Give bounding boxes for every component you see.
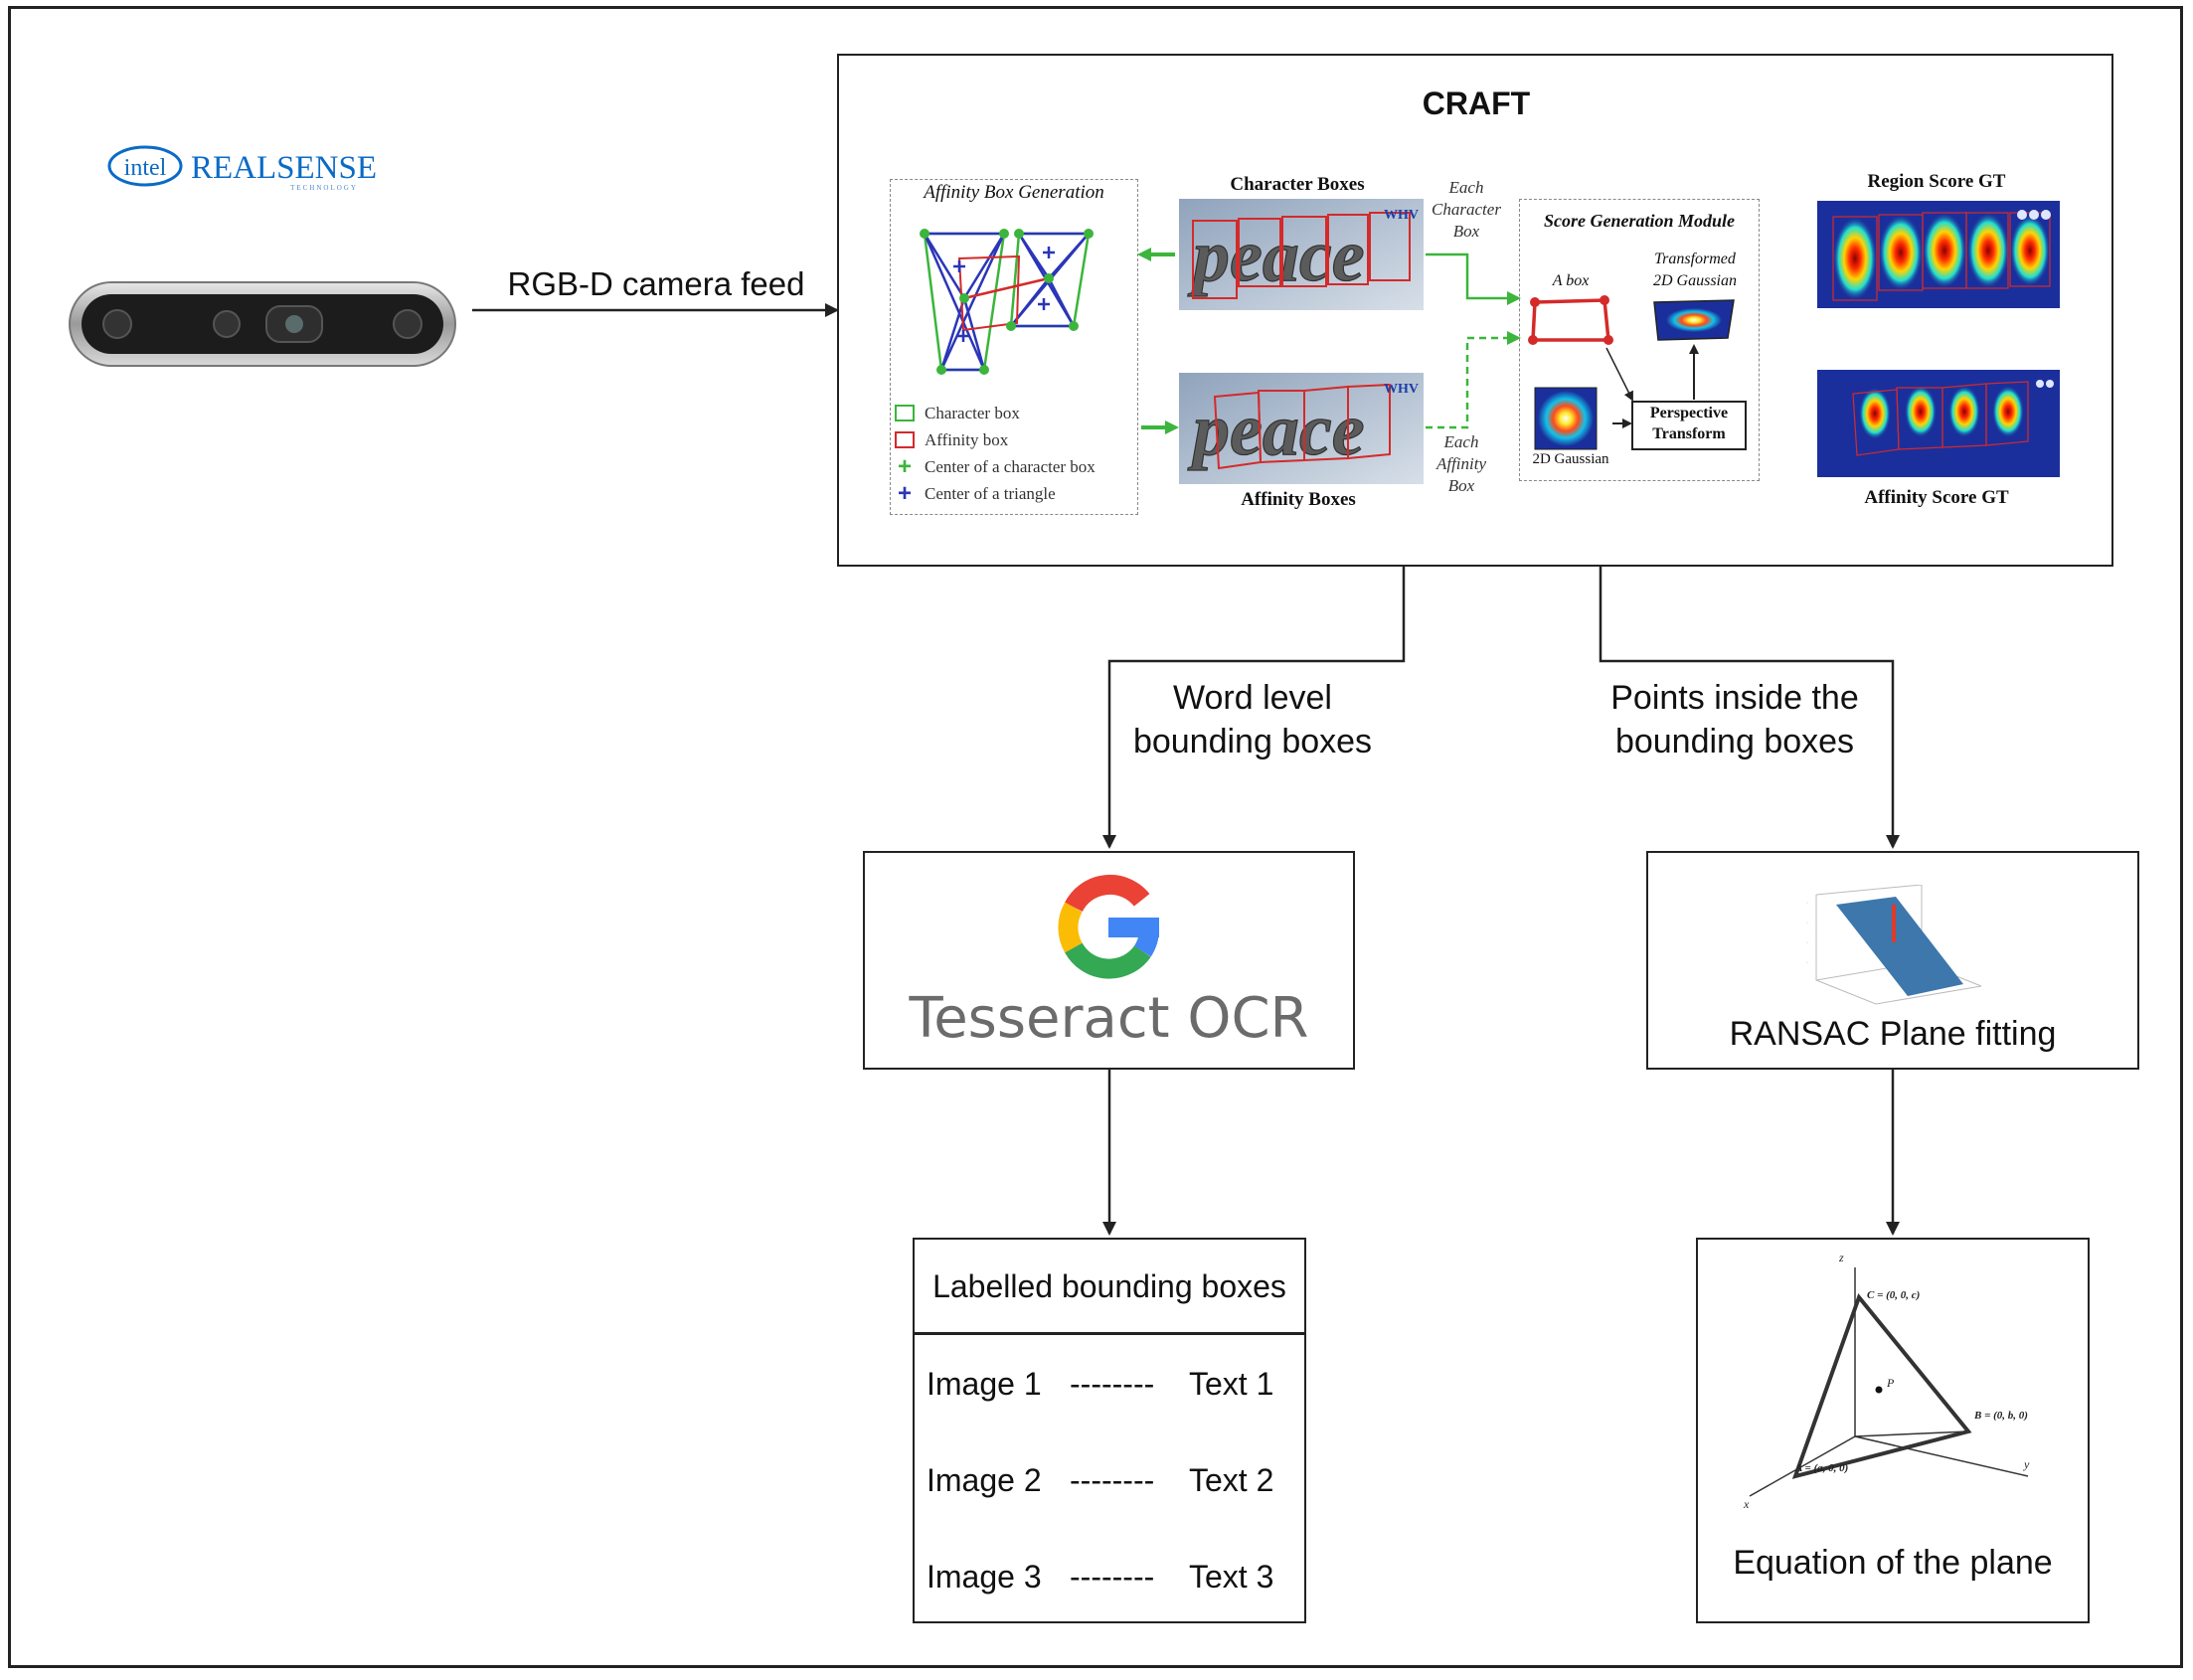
legend-center-character: + Center of a character box — [895, 453, 1133, 480]
craft-title: CRAFT — [1422, 85, 1531, 121]
wm-text: WHV — [1384, 382, 1419, 397]
affinity-boxes-image: peace WHV — [1179, 373, 1424, 484]
plane-box — [1696, 1238, 2090, 1623]
green-plus-icon: + — [897, 452, 912, 480]
labelled-rows: Image 1 -------- Text 1 Image 2 --------… — [913, 1362, 1306, 1651]
legend-label: Center of a triangle — [925, 483, 1056, 503]
google-g-icon — [1058, 874, 1159, 979]
each-affinity-line: Box — [1447, 476, 1475, 495]
word-level-line: bounding boxes — [1132, 723, 1373, 760]
transformed-gaussian-label: Transformed 2D Gaussian — [1635, 249, 1755, 292]
labelled-divider — [913, 1332, 1306, 1335]
realsense-logo: intel REALSENSE TECHNOLOGY — [107, 139, 396, 195]
labelled-row: Image 1 -------- Text 1 — [913, 1362, 1306, 1458]
camera-image — [69, 281, 456, 367]
points-inside-label: Points inside the bounding boxes — [1571, 676, 1899, 763]
character-boxes-image: peace WHV — [1179, 199, 1424, 310]
svg-text:·: · — [1806, 940, 1808, 946]
row-text: Text 2 — [1189, 1462, 1274, 1498]
brand-intel: intel — [124, 155, 167, 181]
z-axis-label: z — [1838, 1251, 1844, 1264]
affinity-score-heatmap — [1817, 370, 2060, 477]
blue-plus-icon: + — [897, 479, 912, 507]
intel-logo-icon: intel REALSENSE TECHNOLOGY — [107, 145, 377, 192]
labelled-row: Image 3 -------- Text 3 — [913, 1555, 1306, 1651]
affinity-score-label: Affinity Score GT — [1864, 487, 2009, 508]
row-separator: -------- — [1070, 1462, 1155, 1498]
p-point-label: P — [1886, 1376, 1895, 1390]
points-inside-line: Points inside the — [1610, 679, 1859, 717]
arrow-craft-to-ransac — [1599, 567, 1900, 849]
ransac-plot-image: · · · · — [1806, 885, 1982, 1005]
affinity-generation-graph — [920, 229, 1094, 375]
a-box-label: A box — [1552, 272, 1590, 289]
points-inside-line: bounding boxes — [1614, 723, 1855, 760]
wm-text: WHV — [1384, 208, 1419, 223]
row-separator: -------- — [1070, 1366, 1155, 1402]
row-text: Text 1 — [1189, 1366, 1274, 1402]
b-point-label: B = (0, b, 0) — [1973, 1410, 2028, 1422]
score-generation-title: Score Generation Module — [1543, 211, 1735, 231]
transformed-line: Transformed — [1654, 251, 1736, 267]
affinity-generation-panel — [890, 179, 1138, 515]
arrow-craft-to-ocr — [1102, 567, 1406, 849]
legend-center-triangle: + Center of a triangle — [895, 480, 1133, 507]
row-image: Image 1 — [927, 1366, 1042, 1402]
each-affinity-box-label: Each Affinity Box — [1417, 431, 1506, 497]
character-box-swatch-icon — [895, 405, 915, 421]
region-score-heatmap — [1817, 201, 2060, 308]
legend-affinity-box: Affinity box — [895, 426, 1133, 453]
legend-label: Center of a character box — [925, 456, 1096, 476]
gaussian-2d-label: 2D Gaussian — [1532, 451, 1609, 467]
legend-label: Character box — [925, 403, 1020, 422]
plane-label: Equation of the plane — [1733, 1544, 2053, 1582]
ransac-label: RANSAC Plane fitting — [1729, 1015, 2057, 1053]
svg-text:·: · — [1806, 901, 1808, 907]
affinity-generation-legend: Character box Affinity box + Center of a… — [895, 400, 1133, 507]
affinity-generation-title: Affinity Box Generation — [924, 182, 1104, 203]
labelled-box — [913, 1238, 1306, 1623]
green-arrows — [1137, 248, 1521, 434]
affinity-box-swatch-icon — [895, 431, 915, 448]
transformed-line: 2D Gaussian — [1652, 272, 1737, 289]
legend-label: Affinity box — [925, 429, 1009, 449]
each-character-line: Box — [1452, 222, 1480, 241]
word-level-line: Word level — [1173, 679, 1332, 717]
svg-text:·: · — [1806, 921, 1808, 926]
x-axis-label: x — [1743, 1497, 1750, 1511]
labelled-title: Labelled bounding boxes — [932, 1268, 1286, 1304]
labelled-row: Image 2 -------- Text 2 — [913, 1458, 1306, 1555]
each-affinity-line: Each — [1443, 432, 1479, 451]
camera-feed-label: RGB-D camera feed — [507, 265, 805, 302]
brand-sub: TECHNOLOGY — [290, 184, 358, 192]
a-point-label: A = (a, 0, 0) — [1794, 1462, 1848, 1474]
outer-frame — [8, 6, 2183, 1668]
tesseract-brand: Tesseract OCR — [909, 986, 1309, 1051]
craft-box — [837, 54, 2113, 567]
row-image: Image 3 — [927, 1559, 1042, 1595]
score-generation-panel — [1519, 199, 1760, 481]
word-level-label: Word level bounding boxes — [1103, 676, 1402, 763]
each-character-box-label: Each Character Box — [1422, 177, 1511, 243]
perspective-line: Perspective — [1649, 405, 1729, 421]
c-point-label: C = (0, 0, c) — [1867, 1289, 1920, 1301]
each-affinity-line: Affinity — [1435, 454, 1487, 473]
score-generation-graphics — [1528, 295, 1747, 450]
svg-text:·: · — [1806, 960, 1808, 966]
each-character-line: Character — [1432, 200, 1501, 219]
row-separator: -------- — [1070, 1559, 1155, 1595]
y-axis-label: y — [2023, 1457, 2030, 1471]
perspective-line: Transform — [1652, 425, 1726, 442]
row-text: Text 3 — [1189, 1559, 1274, 1595]
affinity-boxes-label: Affinity Boxes — [1241, 489, 1356, 510]
perspective-transform-label: Perspective Transform — [1632, 403, 1746, 444]
legend-character-box: Character box — [895, 400, 1133, 426]
region-score-label: Region Score GT — [1867, 171, 2006, 192]
plane-diagram: z y x C = (0, 0, c) B = (0, b, 0) A = (a… — [1743, 1251, 2030, 1511]
brand-realsense: REALSENSE — [191, 150, 377, 186]
row-image: Image 2 — [927, 1462, 1042, 1498]
character-boxes-label: Character Boxes — [1230, 174, 1365, 195]
each-character-line: Each — [1448, 178, 1484, 197]
